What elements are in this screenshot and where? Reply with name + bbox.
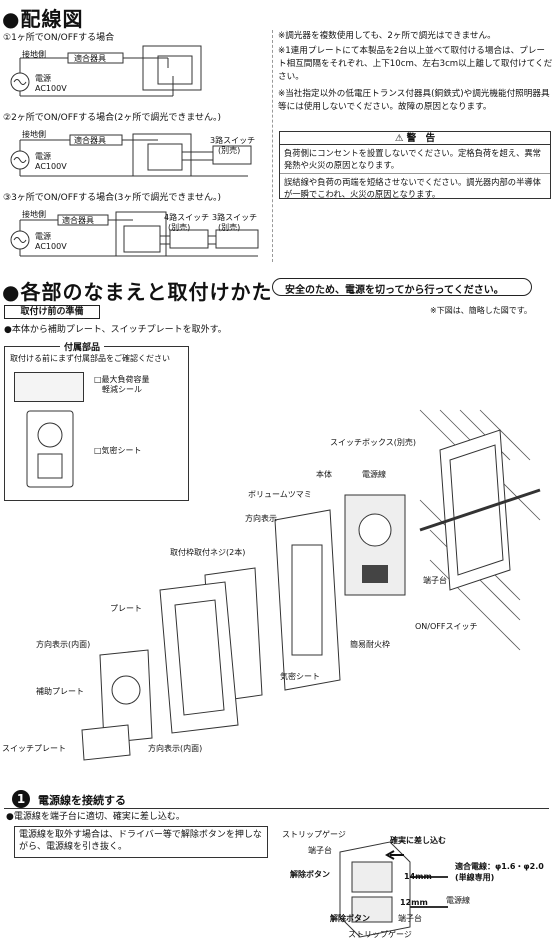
voltage-label-3: AC100V xyxy=(35,242,67,251)
terminal-block-illustration xyxy=(339,841,448,938)
label-switch-plate: スイッチプレート xyxy=(2,744,66,753)
voltage-label-1: AC100V xyxy=(35,84,67,93)
label-switch-box: スイッチボックス(別売) xyxy=(330,438,417,447)
warning-title: 警 告 xyxy=(406,133,436,144)
safety-banner xyxy=(272,278,532,296)
label-fire-frame: 簡易耐火枠 xyxy=(350,640,390,649)
fixture-label-2: 適合器具 xyxy=(74,136,106,145)
case3-heading: ③3ヶ所でON/OFFする場合(3ヶ所で調光できません。) xyxy=(3,193,222,203)
airtight-sheet-illustration xyxy=(26,410,74,488)
sold-separately-label-3b: (別売) xyxy=(218,223,241,232)
label-airtight-sheet: 気密シート xyxy=(280,672,320,681)
len12-label: 12mm xyxy=(400,898,428,907)
case1-heading: ①1ヶ所でON/OFFする場合 xyxy=(3,33,115,43)
sold-separately-label-2: (別売) xyxy=(218,146,241,155)
ground-side-label-3: 接地側 xyxy=(22,210,46,219)
label-power-line: 電源線 xyxy=(362,470,386,479)
accessories-text: 取付ける前にまず付属部品をご確認ください xyxy=(10,354,170,363)
len14-label: 14mm xyxy=(404,872,432,881)
switch3way-label-3: 3路スイッチ xyxy=(212,213,258,222)
wiring-diagram-1 xyxy=(10,45,202,97)
warning-icon: ⚠ xyxy=(394,133,404,144)
prep-title: 取付け前の準備 xyxy=(4,305,100,319)
label-frame-screw: 取付枠取付ネジ(2本) xyxy=(170,548,246,557)
switch4way-label-3: 4路スイッチ xyxy=(164,213,210,222)
fixture-label-1: 適合器具 xyxy=(74,54,106,63)
release-label: 解除ボタン xyxy=(290,870,330,879)
voltage-label-2: AC100V xyxy=(35,162,67,171)
note-3: ※当社指定以外の低電圧トランス付器具(銅鉄式)や調光機能付照明器具等には使用しな… xyxy=(278,89,550,112)
sold-separately-label-3a: (別売) xyxy=(168,223,191,232)
single-wire-label: (単線専用) xyxy=(455,873,495,882)
step1-badge: 1 xyxy=(12,790,30,808)
power-label-3: 電源 xyxy=(35,232,51,241)
step1-title: 電源線を接続する xyxy=(38,794,126,807)
remove-note-box xyxy=(14,826,268,858)
label-plate: プレート xyxy=(110,604,142,613)
sticker-illustration xyxy=(14,372,84,402)
note-2: ※1連用プレートにて本製品を2台以上並べて取付ける場合は、プレート相互間隔をそれ… xyxy=(278,46,553,82)
terminal-label-2: 端子台 xyxy=(398,914,422,923)
strip-gauge-label: ストリップゲージ xyxy=(282,830,346,839)
label-terminal-block: 端子台 xyxy=(423,576,447,585)
power-label-2: 電源 xyxy=(35,152,51,161)
insert-arrow-icon xyxy=(384,850,404,860)
parts-title: ●各部のなまえと取付けかた xyxy=(2,280,273,304)
power-line-label: 電源線 xyxy=(446,896,470,905)
note-1: ※調光器を複数使用しても、2ヶ所で調光はできません。 xyxy=(278,31,496,41)
column-divider xyxy=(272,30,273,262)
exploded-assembly-diagram xyxy=(81,409,541,761)
fixture-label-3: 適合器具 xyxy=(62,216,94,225)
terminal-label: 端子台 xyxy=(308,846,332,855)
warning-text-2: 誤結線や負荷の両端を短絡させないでください。調光器内部の半導体が一瞬でこわれ、火… xyxy=(284,177,541,199)
insert-label: 確実に差し込む xyxy=(390,836,446,845)
warning-box: ⚠ 警 告 負荷側にコンセントを設置しないでください。定格負荷を超え、異常発熱や… xyxy=(279,131,551,199)
simplified-note: ※下図は、簡略した図です。 xyxy=(430,306,532,315)
power-label-1: 電源 xyxy=(35,74,51,83)
switch3way-label-2: 3路スイッチ xyxy=(210,136,256,145)
case2-heading: ②2ヶ所でON/OFFする場合(2ヶ所で調光できません。) xyxy=(3,113,222,123)
ground-side-label-2: 接地側 xyxy=(22,130,46,139)
label-direction-inside-2: 方向表示(内面) xyxy=(148,744,203,753)
wiring-diagram-2 xyxy=(10,133,252,177)
label-volume-knob: ボリュームツマミ xyxy=(248,490,312,499)
wire-spec-label: 適合電線：φ1.6・φ2.0 xyxy=(455,862,544,871)
warning-text-1: 負荷側にコンセントを設置しないでください。定格負荷を超え、異常発熱や火災の原因と… xyxy=(280,145,550,174)
label-body: 本体 xyxy=(316,470,332,479)
warning-header: ⚠ 警 告 xyxy=(280,132,550,145)
sheet-label: □気密シート xyxy=(94,446,142,455)
label-direction-inside: 方向表示(内面) xyxy=(36,640,91,649)
label-direction: 方向表示 xyxy=(245,514,277,523)
wiring-title: ●配線図 xyxy=(2,7,84,31)
strip-gauge-label-2: ストリップゲージ xyxy=(348,930,412,939)
sticker-label: □最大負荷容量 軽減シール xyxy=(94,375,150,394)
release-label-2: 解除ボタン xyxy=(330,914,370,923)
safety-text: 安全のため、電源を切ってから行ってください。 xyxy=(285,285,504,296)
prep-text: ●本体から補助プレート、スイッチプレートを取外す。 xyxy=(4,325,227,335)
accessories-title: 付属部品 xyxy=(60,340,105,353)
label-on-off-switch: ON/OFFスイッチ xyxy=(415,622,478,631)
step1-text: ●電源線を端子台に適切、確実に差し込む。 xyxy=(6,812,185,822)
ground-side-label-1: 接地側 xyxy=(22,50,46,59)
label-aux-plate: 補助プレート xyxy=(36,687,84,696)
remove-note-text: 電源線を取外す場合は、ドライバー等で解除ボタンを押しながら、電源線を引き抜く。 xyxy=(19,830,262,852)
wiring-diagram-3 xyxy=(10,211,259,257)
step1-rule xyxy=(4,808,549,809)
